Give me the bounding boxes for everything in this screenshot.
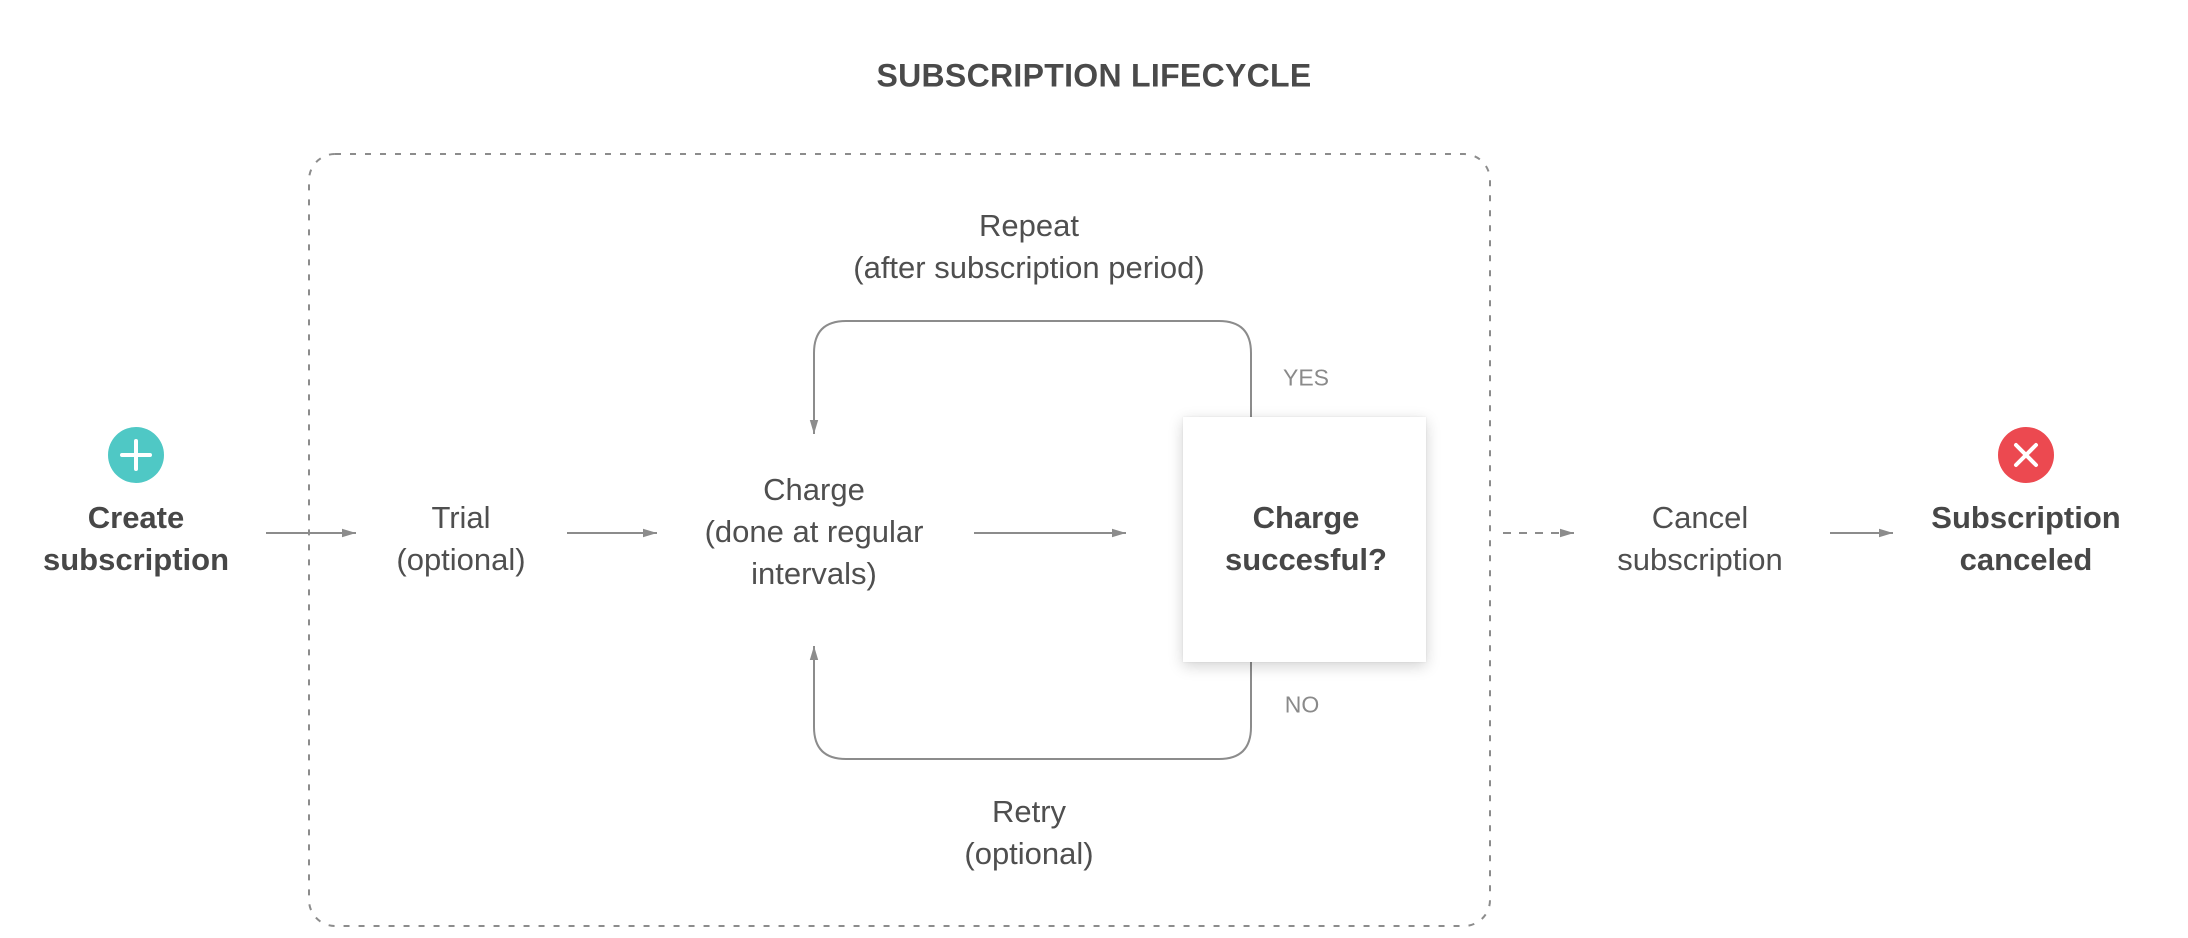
node-charge: Charge (done at regular intervals) [705, 469, 924, 595]
lifecycle-boundary [308, 153, 1491, 927]
repeat-label: Repeat (after subscription period) [853, 205, 1205, 289]
diagram-title: SUBSCRIPTION LIFECYCLE [876, 57, 1312, 94]
repeat-label-line2: (after subscription period) [853, 250, 1205, 285]
node-charge-successful: Charge succesful? [1225, 497, 1387, 581]
node-trial-line1: Trial [431, 500, 491, 535]
node-subscription-canceled: Subscription canceled [1931, 497, 2120, 581]
node-trial: Trial (optional) [396, 497, 525, 581]
node-charge-line3: intervals) [751, 556, 877, 591]
node-decision-line2: succesful? [1225, 542, 1387, 577]
retry-label: Retry (optional) [964, 791, 1093, 875]
node-trial-line2: (optional) [396, 542, 526, 577]
node-charge-line2: (done at regular [704, 514, 924, 549]
branch-yes-label: YES [1282, 364, 1330, 391]
subscription-canceled-icon [1998, 427, 2054, 483]
node-charge-line1: Charge [763, 472, 865, 507]
retry-label-line1: Retry [991, 794, 1067, 829]
node-create-line1: Create [87, 500, 185, 535]
node-cancel-subscription: Cancel subscription [1617, 497, 1782, 581]
node-create-line2: subscription [42, 542, 230, 577]
create-subscription-icon [108, 427, 164, 483]
node-canceled-line1: Subscription [1931, 500, 2121, 535]
node-canceled-line2: canceled [1959, 542, 2093, 577]
retry-label-line2: (optional) [964, 836, 1094, 871]
decision-box [1183, 417, 1426, 662]
repeat-label-line1: Repeat [979, 208, 1079, 243]
node-cancel-line2: subscription [1617, 542, 1783, 577]
node-decision-line1: Charge [1252, 500, 1360, 535]
plus-icon [120, 439, 152, 471]
repeat-loop-connector [809, 320, 1252, 438]
retry-loop-connector [809, 644, 1252, 760]
node-create-subscription: Create subscription [43, 497, 229, 581]
branch-no-label: NO [1284, 691, 1320, 718]
node-cancel-line1: Cancel [1651, 500, 1749, 535]
close-icon [2014, 443, 2038, 467]
